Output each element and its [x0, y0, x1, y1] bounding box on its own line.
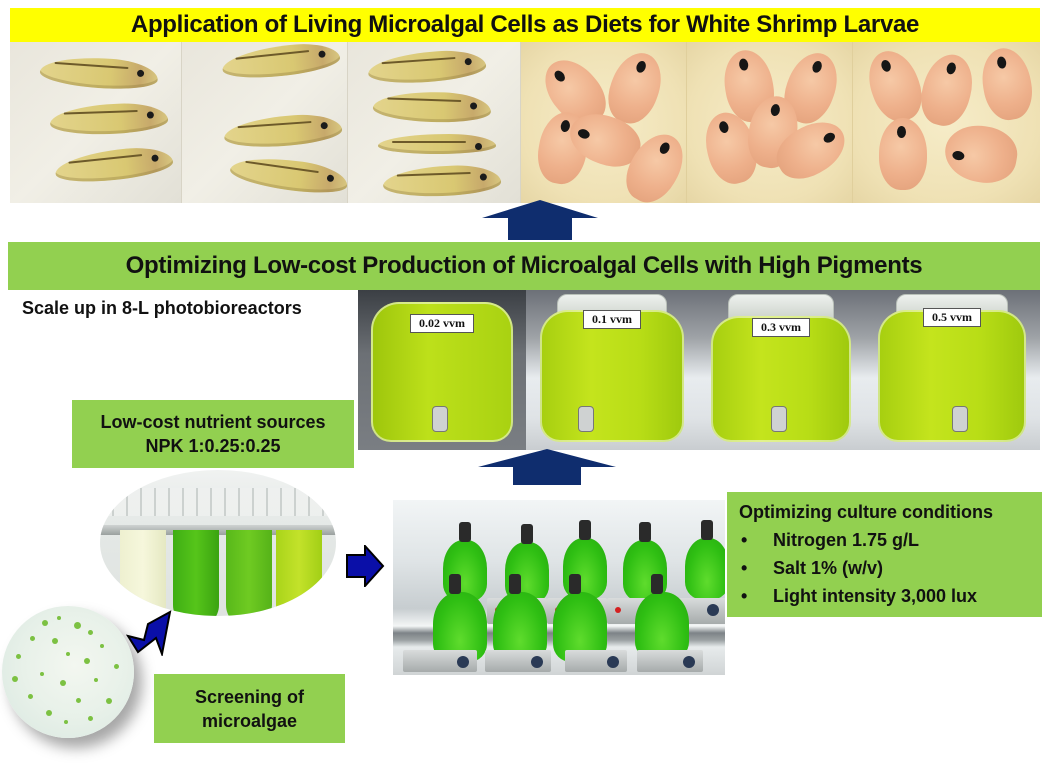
test-tubes-photo — [100, 470, 336, 616]
shrimp-larva — [53, 143, 175, 187]
shrimp-larva — [220, 42, 342, 83]
culture-conditions-heading: Optimizing culture conditions — [739, 502, 993, 522]
aeration-rate-label: 0.02 vvm — [410, 314, 474, 333]
adult-shrimp-photo-1 — [520, 42, 687, 203]
section-banner: Optimizing Low-cost Production of Microa… — [8, 242, 1040, 290]
shrimp-larva — [223, 111, 344, 151]
adult-shrimp-photo-2 — [686, 42, 853, 203]
screening-line-2: microalgae — [201, 710, 298, 731]
adult-shrimp-photo-3 — [852, 42, 1040, 203]
tap-icon — [577, 406, 594, 432]
tap-icon — [771, 406, 788, 432]
shrimp-larva — [49, 101, 169, 137]
larvae-photo-1 — [10, 42, 183, 203]
test-tube-yellow-green — [276, 530, 322, 616]
aeration-rate-label: 0.3 vvm — [752, 318, 810, 337]
shrimp — [878, 118, 927, 190]
stirrer — [637, 650, 703, 672]
tap-icon — [952, 406, 968, 432]
flask-icon — [685, 520, 725, 600]
shrimp — [940, 120, 1022, 188]
shrimp-larva — [378, 134, 497, 154]
photobioreactor-jar: 0.1 vvm — [526, 290, 698, 450]
stirrer — [565, 650, 627, 672]
test-tube-green — [226, 530, 272, 616]
culture-conditions-list: Nitrogen 1.75 g/L Salt 1% (w/v) Light in… — [739, 526, 1042, 610]
shrimp-larva — [367, 47, 488, 87]
shrimp-larva — [382, 163, 502, 199]
larvae-photo-2 — [182, 42, 349, 203]
photobioreactor-photo: 0.02 vvm 0.1 vvm 0.3 vvm 0.5 vvm — [358, 290, 1040, 450]
tap-icon — [431, 406, 448, 432]
shrimp — [977, 44, 1037, 124]
nutrient-sources-box: Low-cost nutrient sources NPK 1:0.25:0.2… — [72, 400, 354, 468]
condition-light: Light intensity 3,000 lux — [739, 582, 1042, 610]
flask-cultures-photo — [393, 500, 725, 675]
shrimp — [860, 43, 930, 129]
screening-box: Screening of microalgae — [154, 674, 345, 743]
arrow-right-icon — [346, 545, 385, 587]
condition-nitrogen: Nitrogen 1.75 g/L — [739, 526, 1042, 554]
petri-dish-photo — [2, 606, 134, 738]
photobioreactor-jar: 0.5 vvm — [864, 290, 1040, 450]
shrimp — [914, 49, 980, 131]
aeration-rate-label: 0.5 vvm — [923, 308, 981, 327]
shrimp-larva — [372, 89, 492, 125]
flask-icon — [635, 574, 689, 660]
screening-line-1: Screening of — [194, 686, 305, 707]
stirrer — [485, 650, 551, 672]
condition-salt: Salt 1% (w/v) — [739, 554, 1042, 582]
arrow-up-icon — [478, 449, 616, 485]
test-tube-pale — [120, 530, 166, 616]
arrow-up-icon — [482, 200, 598, 240]
diagram-title: Application of Living Microalgal Cells a… — [10, 8, 1040, 42]
aeration-rate-label: 0.1 vvm — [583, 310, 641, 329]
arrow-diagonal-icon — [126, 610, 172, 656]
culture-conditions-box: Optimizing culture conditions Nitrogen 1… — [727, 492, 1042, 617]
stirrer — [403, 650, 477, 672]
shrimp-larva — [39, 53, 159, 93]
npk-ratio: NPK 1:0.25:0.25 — [145, 436, 281, 456]
photobioreactor-jar: 0.3 vvm — [698, 290, 864, 450]
photobioreactor-jar: 0.02 vvm — [358, 290, 526, 450]
larvae-photo-3 — [348, 42, 521, 203]
test-tube-green — [173, 530, 219, 616]
nutrient-sources-title: Low-cost nutrient sources — [100, 412, 326, 432]
scale-up-label: Scale up in 8-L photobioreactors — [22, 298, 302, 318]
shrimp-photo-strip — [10, 42, 1040, 203]
shrimp-larva — [228, 151, 348, 199]
